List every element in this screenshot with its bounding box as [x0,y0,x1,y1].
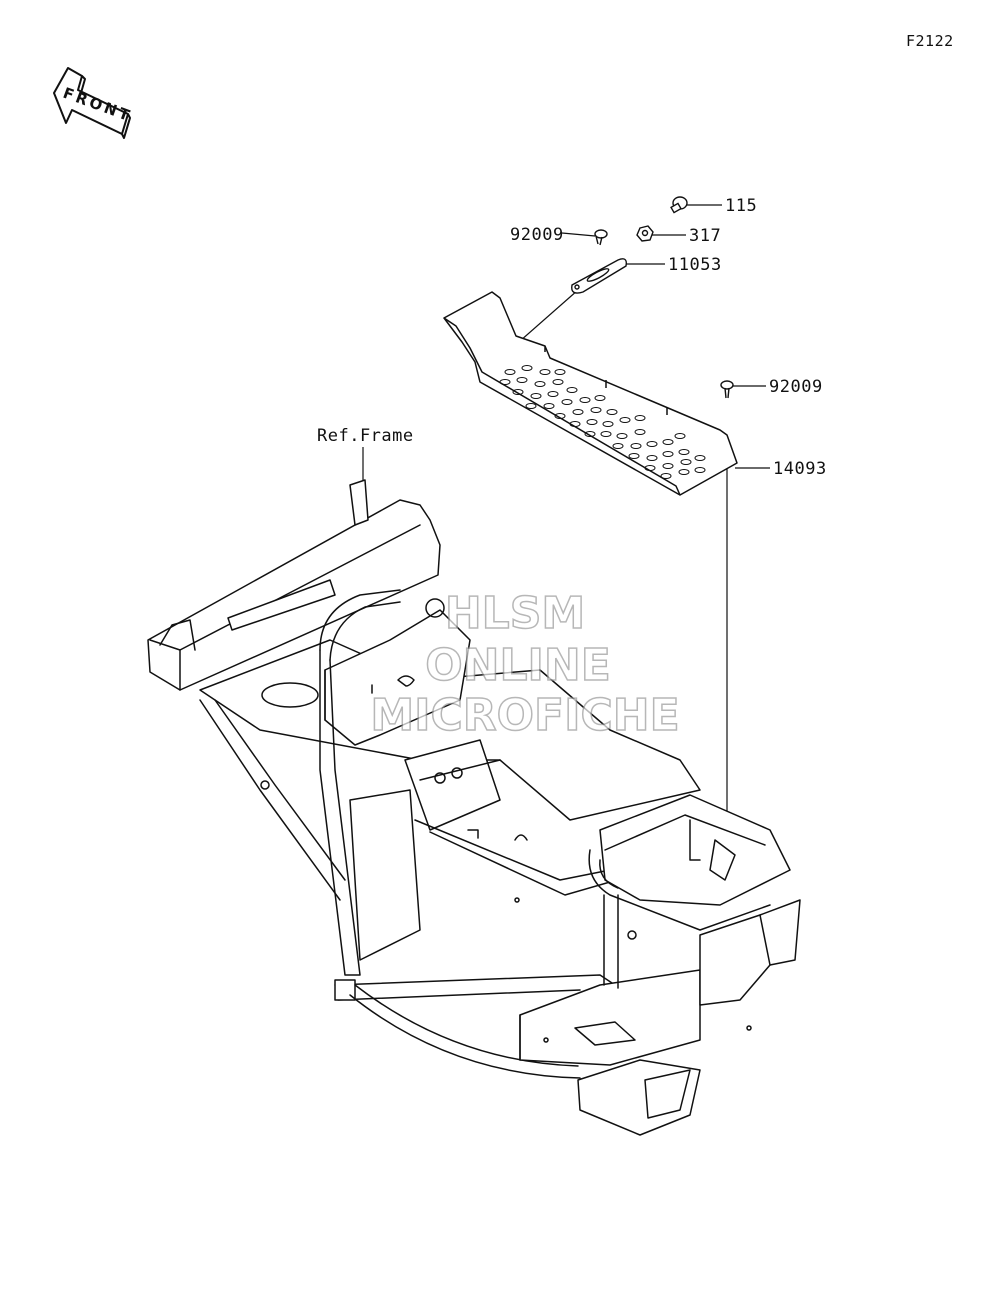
watermark-line-3: MICROFICHE [370,690,679,741]
ref-frame-label: Ref.Frame [317,426,414,446]
screw-92009-upper-icon [594,229,608,246]
vehicle-frame [147,479,801,1136]
screw-92009-lower-icon [720,380,734,399]
watermark: HLSM ONLINE MICROFICHE [370,587,681,742]
watermark-line-2: ONLINE [425,640,611,691]
front-arrow-icon: FRONT [53,67,135,139]
watermark-line-1: HLSM [445,588,585,639]
figure-code: F2122 [906,32,954,50]
bracket-11053-icon [571,258,628,294]
part-number-92009-lower: 92009 [769,377,823,397]
bolt-115-icon [670,196,688,214]
part-number-115: 115 [725,196,758,216]
part-number-92009-upper: 92009 [510,225,564,245]
part-number-317: 317 [689,226,722,246]
part-number-11053: 11053 [668,255,722,275]
nut-317-icon [636,225,654,242]
part-number-14093: 14093 [773,459,827,479]
step-plate-14093 [443,291,738,496]
